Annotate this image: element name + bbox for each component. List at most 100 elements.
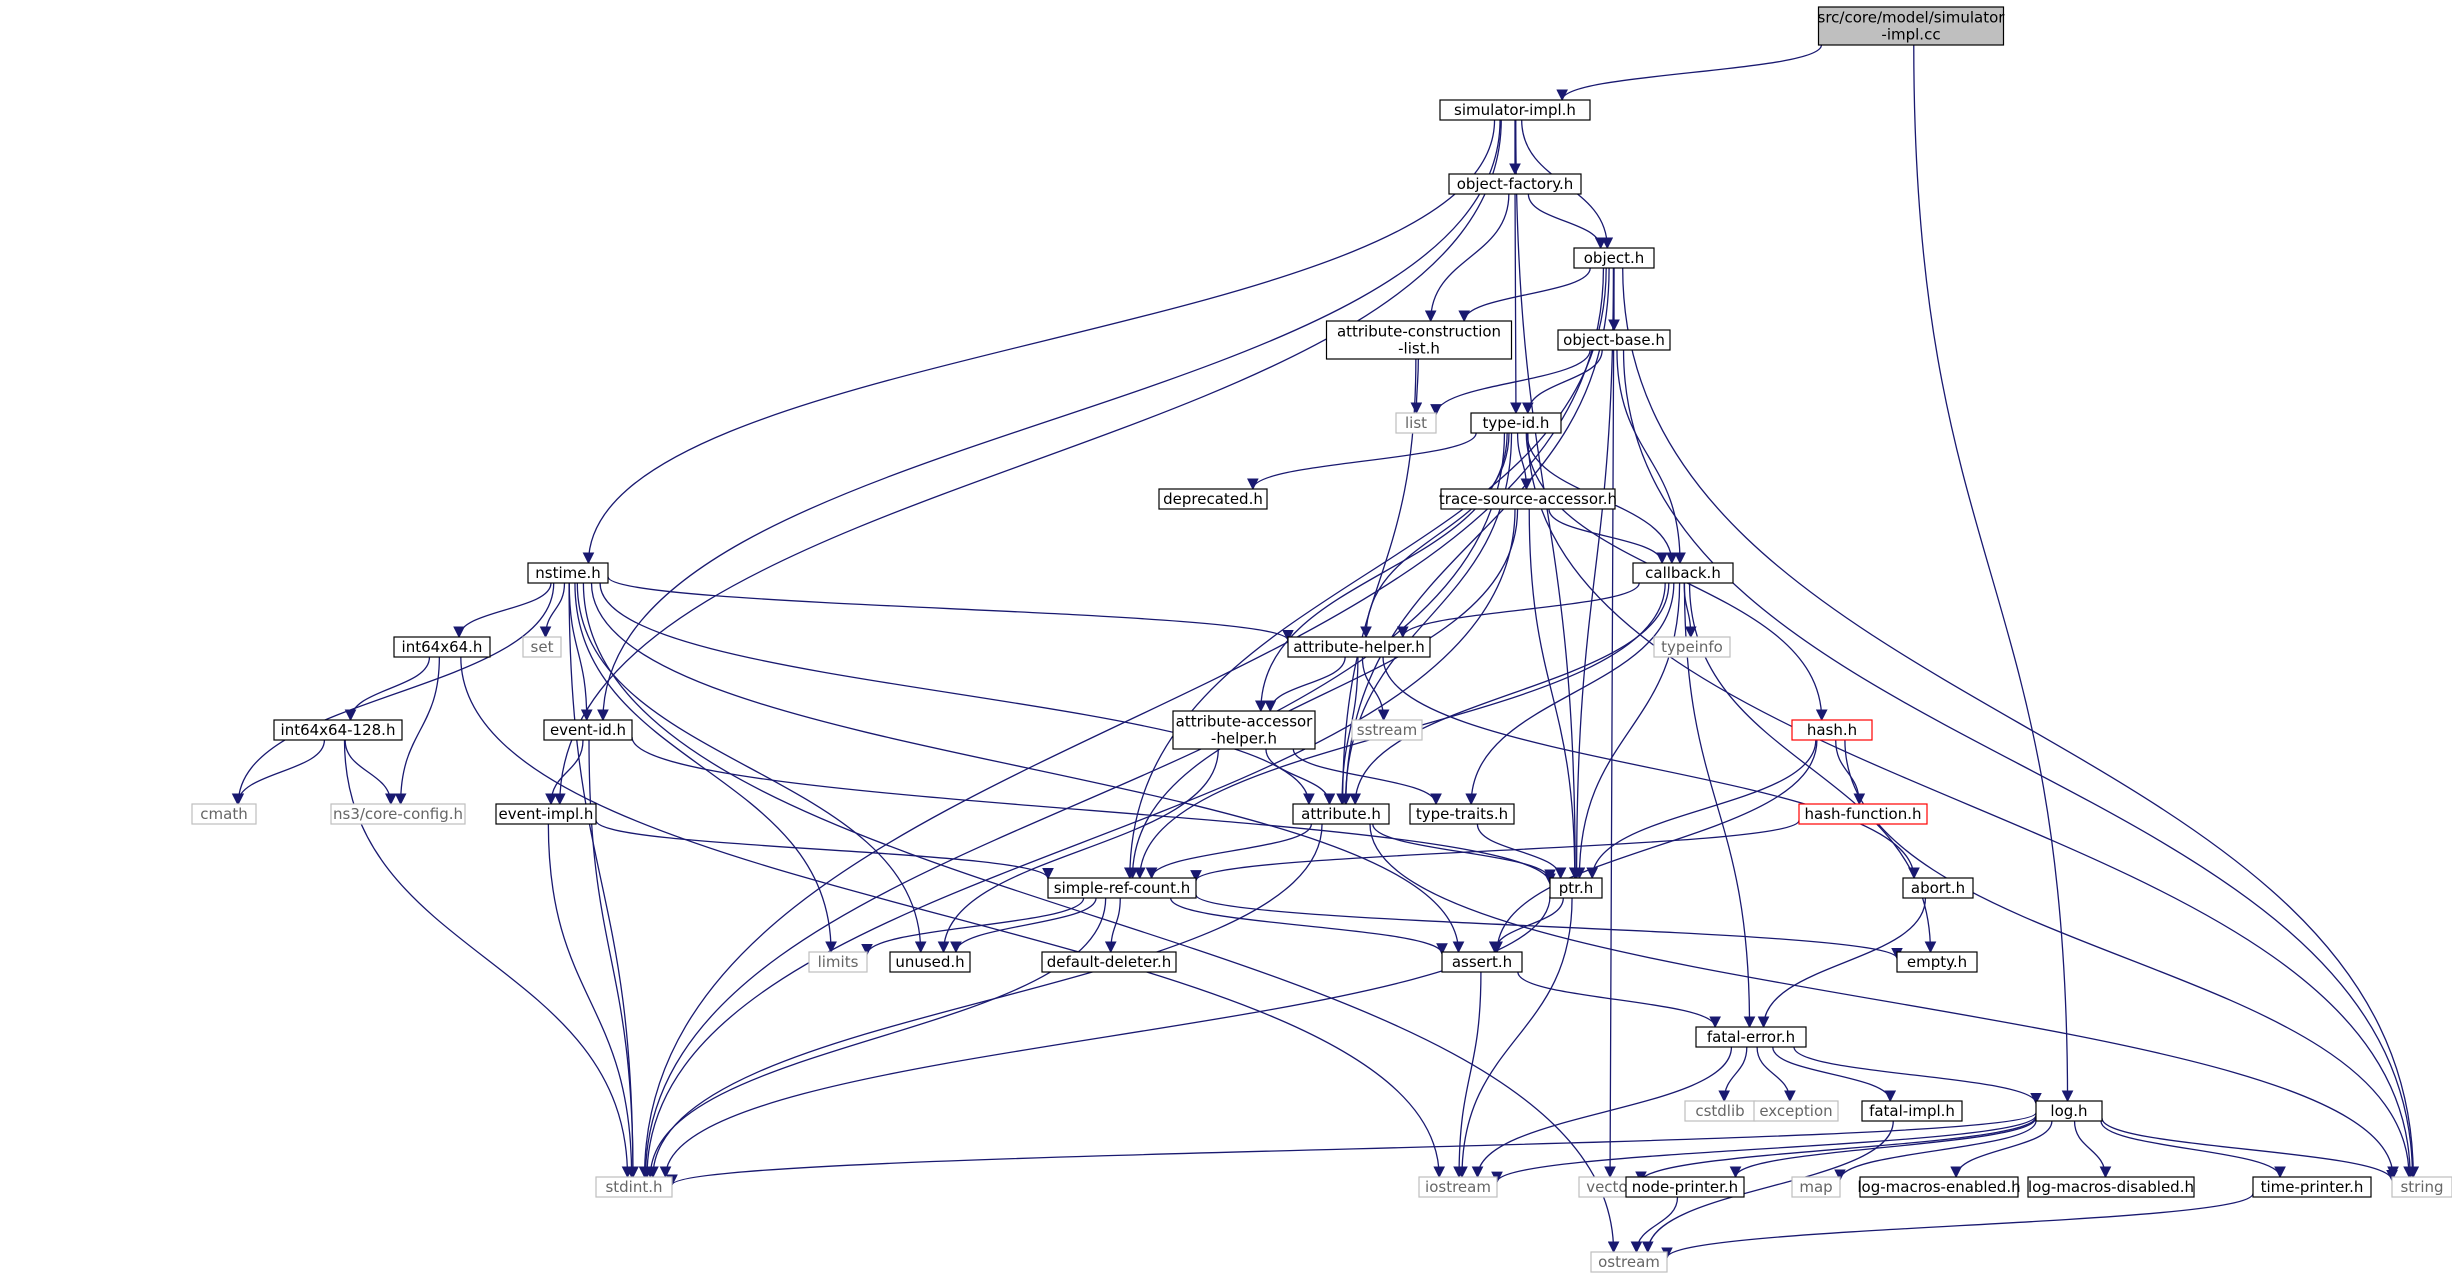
node-default-deleter-h[interactable]: default-deleter.h — [1041, 951, 1177, 973]
edge-simple-ref-count.h-to-default-deleter.h — [1104, 897, 1121, 954]
node-sstream: sstream — [1351, 719, 1423, 741]
node-box — [595, 1176, 673, 1198]
node-hash-h[interactable]: hash.h — [1791, 719, 1873, 741]
node-label: list — [1405, 414, 1427, 432]
node-event-id-h[interactable]: event-id.h — [543, 719, 633, 741]
node-callback-h[interactable]: callback.h — [1632, 562, 1734, 584]
node-cmath: cmath — [191, 803, 257, 825]
node-ostream: ostream — [1590, 1251, 1668, 1273]
edge-assert.h-to-iostream — [1453, 971, 1482, 1179]
node-label: nstime.h — [535, 564, 601, 582]
edge-int64x64-128.h-to-ns3/core-config.h — [344, 739, 397, 806]
node-object-factory-h[interactable]: object-factory.h — [1448, 173, 1582, 195]
node-trace-source-accessor-h[interactable]: trace-source-accessor.h — [1439, 488, 1617, 510]
edge-trace-source-accessor.h-to-callback.h — [1548, 508, 1668, 565]
node-simulator-impl-h[interactable]: simulator-impl.h — [1439, 99, 1591, 121]
node-simple-ref-count-h[interactable]: simple-ref-count.h — [1047, 877, 1197, 899]
node-label: event-impl.h — [499, 805, 594, 823]
node-label: callback.h — [1645, 564, 1721, 582]
edge-hash.h-to-hash-function.h — [1835, 739, 1866, 806]
node-box — [1325, 320, 1513, 360]
node-attribute-accessor-helper-h[interactable]: attribute-accessor-helper.h — [1172, 710, 1316, 750]
node-label: object-factory.h — [1457, 175, 1574, 193]
edge-object.h-to-vector — [1604, 267, 1616, 1179]
node-ns3-core-config-h: ns3/core-config.h — [330, 803, 466, 825]
node-box — [1753, 1100, 1839, 1122]
edge-callback.h-to-attribute-helper.h — [1397, 582, 1640, 639]
edge-object.h-to-attribute-construction-list.h — [1458, 267, 1591, 323]
node-int64x64-128-h[interactable]: int64x64-128.h — [273, 719, 403, 741]
node-assert-h[interactable]: assert.h — [1441, 951, 1523, 973]
edge-int64x64.h-to-int64x64-128.h — [344, 656, 431, 722]
edge-fatal-error.h-to-fatal-impl.h — [1772, 1046, 1897, 1103]
edge-simulator-impl.h-to-event-impl.h — [553, 119, 1502, 806]
node-label: log-macros-enabled.h — [1857, 1178, 2020, 1196]
node-box — [1439, 99, 1591, 121]
edge-attribute-accessor-helper.h-to-unused.h — [937, 748, 1219, 954]
node-attribute-construction-list-h[interactable]: attribute-construction-list.h — [1325, 320, 1513, 360]
node-label: -impl.cc — [1881, 26, 1940, 44]
edge-type-id.h-to-string — [1527, 432, 2416, 1179]
node-attribute-h[interactable]: attribute.h — [1292, 803, 1390, 825]
edge-int64x64.h-to-iostream — [460, 656, 1446, 1179]
node-stdint-h: stdint.h — [595, 1176, 673, 1198]
node-box — [1549, 877, 1603, 899]
edge-fatal-error.h-to-cstdlib — [1718, 1046, 1748, 1103]
node-label: iostream — [1425, 1178, 1491, 1196]
node-empty-h[interactable]: empty.h — [1896, 951, 1978, 973]
edge-assert.h-to-fatal-error.h — [1517, 971, 1721, 1029]
node-box — [1861, 1100, 1963, 1122]
node-label: object.h — [1584, 249, 1645, 267]
node-label: src/core/model/simulator — [1818, 9, 2006, 27]
edge-object-base.h-to-list — [1430, 349, 1591, 416]
node-box — [2027, 1176, 2195, 1198]
edge-type-id.h-to-attribute-accessor-helper.h — [1254, 432, 1508, 713]
node-label: attribute-accessor — [1176, 713, 1314, 731]
node-type-id-h[interactable]: type-id.h — [1470, 412, 1562, 434]
edge-log.h-to-node-printer.h — [1729, 1117, 2037, 1179]
edge-nstime.h-to-assert.h — [590, 582, 1465, 954]
node-deprecated-h[interactable]: deprecated.h — [1158, 488, 1268, 510]
node-label: unused.h — [895, 953, 964, 971]
node-label: cstdlib — [1695, 1102, 1744, 1120]
node-box — [1292, 803, 1390, 825]
node-log-h[interactable]: log.h — [2035, 1100, 2103, 1122]
node-label: assert.h — [1452, 953, 1512, 971]
node-box — [2391, 1176, 2452, 1198]
node-box — [273, 719, 403, 741]
node-time-printer-h[interactable]: time-printer.h — [2252, 1176, 2372, 1198]
edge-trace-source-accessor.h-to-ptr.h — [1528, 508, 1581, 880]
node-log-macros-enabled-h[interactable]: log-macros-enabled.h — [1857, 1176, 2021, 1198]
edge-attribute-accessor-helper.h-to-attribute.h — [1265, 748, 1336, 806]
node-type-traits-h[interactable]: type-traits.h — [1409, 803, 1515, 825]
edge-log.h-to-vector — [1635, 1116, 2037, 1184]
node-nstime-h[interactable]: nstime.h — [527, 562, 609, 584]
edge-event-id.h-to-ptr.h — [631, 737, 1556, 886]
node-abort-h[interactable]: abort.h — [1902, 877, 1974, 899]
node-box — [1440, 488, 1616, 510]
node-label: typeinfo — [1661, 638, 1723, 656]
node-attribute-helper-h[interactable]: attribute-helper.h — [1287, 636, 1431, 658]
node-label: -list.h — [1398, 340, 1440, 358]
node-label: trace-source-accessor.h — [1439, 490, 1617, 508]
node-fatal-impl-h[interactable]: fatal-impl.h — [1861, 1100, 1963, 1122]
node-object-h[interactable]: object.h — [1573, 247, 1655, 269]
edge-object-base.h-to-string — [1622, 349, 2419, 1179]
node-ptr-h[interactable]: ptr.h — [1549, 877, 1603, 899]
node-root[interactable]: src/core/model/simulator-impl.cc — [1818, 6, 2006, 46]
node-hash-function-h[interactable]: hash-function.h — [1798, 803, 1928, 825]
node-label: log-macros-disabled.h — [2028, 1178, 2194, 1196]
node-node-printer-h[interactable]: node-printer.h — [1625, 1176, 1745, 1198]
node-event-impl-h[interactable]: event-impl.h — [495, 803, 597, 825]
node-log-macros-disabled-h[interactable]: log-macros-disabled.h — [2027, 1176, 2195, 1198]
node-int64x64-h[interactable]: int64x64.h — [393, 636, 491, 658]
node-object-base-h[interactable]: object-base.h — [1557, 329, 1671, 351]
node-unused-h[interactable]: unused.h — [889, 951, 971, 973]
edge-hash.h-to-ptr.h — [1586, 739, 1817, 880]
edge-object-factory.h-to-attribute-construction-list.h — [1424, 193, 1510, 323]
node-list: list — [1395, 412, 1437, 434]
node-fatal-error-h[interactable]: fatal-error.h — [1695, 1026, 1807, 1048]
node-box — [1351, 719, 1423, 741]
node-layer: src/core/model/simulator-impl.cc simulato… — [191, 6, 2452, 1273]
